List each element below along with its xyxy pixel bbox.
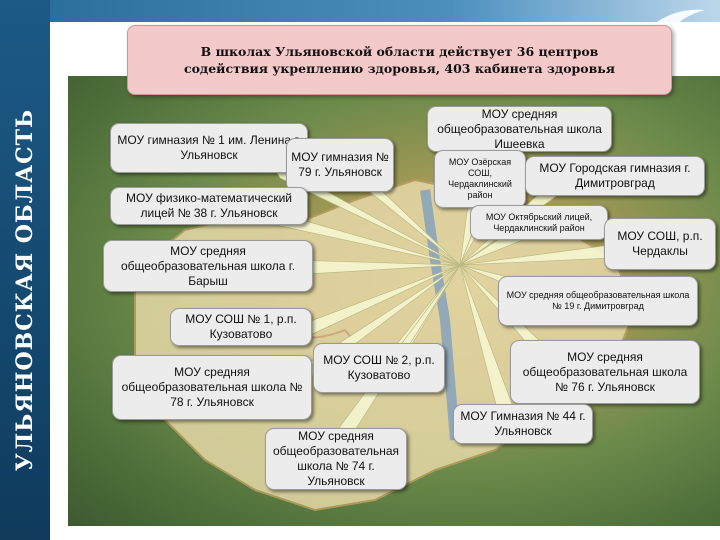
- callout-lyceum-38: МОУ физико-математический лицей № 38 г. …: [110, 187, 308, 225]
- callout-gymnasium-1: МОУ гимназия № 1 им. Ленина г. Ульяновск: [110, 123, 308, 173]
- top-banner: [50, 0, 720, 22]
- callout-oktyabrsky-lyceum: МОУ Октябрьский лицей, Чердаклинский рай…: [470, 205, 608, 240]
- callout-sosh-1-kuzovatovo: МОУ СОШ № 1, р.п. Кузоватово: [170, 308, 312, 346]
- header-text: В школах Ульяновской области действует 3…: [183, 44, 616, 76]
- callout-dimitrovgrad-gymnasium: МОУ Городская гимназия г. Димитровград: [525, 156, 705, 196]
- sidebar: УЛЬЯНОВСКАЯ ОБЛАСТЬ: [0, 0, 50, 540]
- callout-school-19: МОУ средняя общеобразовательная школа № …: [498, 276, 698, 326]
- callout-ozerskaya-sosh: МОУ Озёрская СОШ, Чердаклинский район: [434, 150, 526, 208]
- callout-school-78: МОУ средняя общеобразовательная школа № …: [112, 355, 312, 420]
- callout-sosh-2-kuzovatovo: МОУ СОШ № 2, р.п. Кузоватово: [313, 343, 445, 393]
- callout-barysh-school: МОУ средняя общеобразовательная школа г.…: [103, 240, 313, 292]
- callout-gymnasium-44: МОУ Гимназия № 44 г. Ульяновск: [453, 404, 593, 444]
- callout-sosh-cherdakly: МОУ СОШ, р.п. Чердаклы: [604, 218, 716, 270]
- callout-school-74: МОУ средняя общеобразовательная школа № …: [265, 428, 407, 490]
- callout-gymnasium-79: МОУ гимназия № 79 г. Ульяновск: [286, 138, 394, 192]
- callout-isheevka-school: МОУ средняя общеобразовательная школа Иш…: [427, 106, 612, 152]
- callout-school-76: МОУ средняя общеобразовательная школа № …: [510, 340, 700, 404]
- header-box: В школах Ульяновской области действует 3…: [127, 25, 672, 95]
